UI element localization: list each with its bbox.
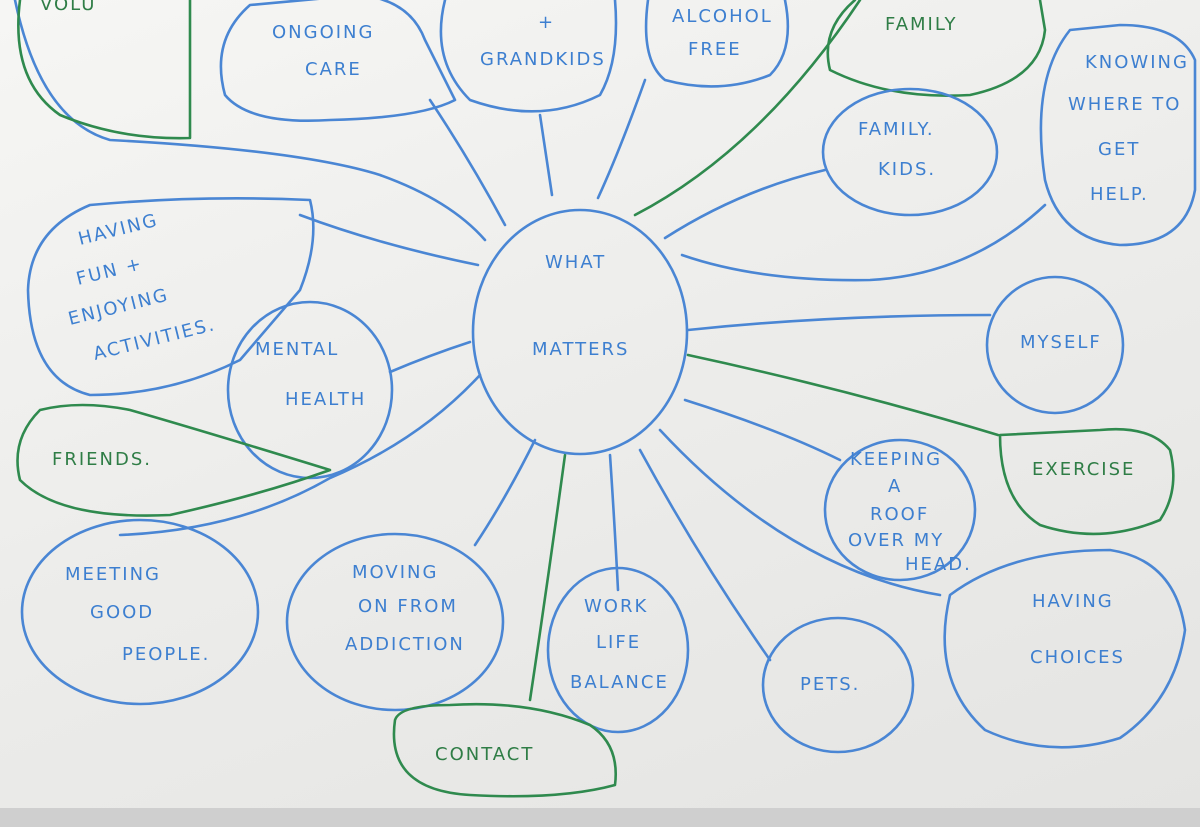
label-roof-1: KEEPING: [850, 449, 942, 470]
knowing-help-bubble: [1039, 23, 1197, 247]
label-meeting-3: PEOPLE.: [122, 644, 210, 665]
grandkids-bubble: [439, 0, 618, 113]
label-having-fun-3: ENJOYING: [66, 285, 171, 330]
myself-bubble: [985, 275, 1125, 415]
label-work-2: LIFE: [596, 632, 641, 653]
label-grandkids-1: +: [538, 12, 555, 33]
label-moving-2: ON FROM: [358, 596, 458, 617]
work-life-bubble: [546, 566, 690, 734]
label-meeting-1: MEETING: [65, 564, 161, 585]
label-knowing-help-4: HELP.: [1090, 184, 1149, 205]
label-grandkids-2: GRANDKIDS: [480, 49, 606, 70]
label-meeting-2: GOOD: [90, 602, 154, 623]
keeping-roof-bubble: [823, 438, 977, 582]
label-exercise: EXERCISE: [1032, 459, 1135, 480]
label-roof-4: OVER MY: [848, 530, 944, 551]
label-choices-1: HAVING: [1032, 591, 1114, 612]
label-ongoing-care-2: CARE: [305, 59, 362, 80]
label-knowing-help-3: GET: [1098, 139, 1140, 160]
contact-bubble: [392, 702, 617, 798]
label-roof-5: HEAD.: [905, 554, 972, 575]
connector-lines: [13, 0, 1047, 702]
having-choices-bubble: [943, 548, 1187, 749]
bubble-shapes: [16, 0, 1197, 798]
label-moving-3: ADDICTION: [345, 634, 465, 655]
label-family: FAMILY: [885, 14, 958, 35]
label-pets: PETS.: [800, 674, 860, 695]
label-mental-health-2: HEALTH: [285, 389, 366, 410]
center-label-2: MATTERS: [532, 339, 629, 360]
exercise-bubble: [998, 427, 1175, 536]
label-ongoing-care-1: ONGOING: [272, 22, 374, 43]
family-bubble: [826, 0, 1047, 98]
label-having-fun-1: HAVING: [76, 210, 160, 250]
label-having-fun-4: ACTIVITIES.: [91, 314, 218, 365]
label-having-fun-2: FUN +: [74, 253, 145, 290]
label-knowing-help-1: KNOWING: [1085, 52, 1189, 73]
center-label-1: WHAT: [545, 252, 606, 273]
label-family-kids-1: FAMILY.: [858, 119, 935, 140]
table-edge: [0, 808, 1200, 827]
label-family-kids-2: KIDS.: [878, 159, 936, 180]
having-fun-bubble: [26, 197, 315, 397]
label-contact: CONTACT: [435, 744, 534, 765]
moving-on-bubble: [285, 532, 505, 712]
label-work-3: BALANCE: [570, 672, 669, 693]
bubble-labels: VOLU ONGOING CARE + GRANDKIDS ALCOHOL FR…: [40, 0, 1189, 765]
label-work-1: WORK: [584, 596, 648, 617]
label-moving-1: MOVING: [352, 562, 438, 583]
label-alcohol-free-1: ALCOHOL: [672, 6, 773, 27]
label-roof-3: ROOF: [870, 504, 929, 525]
volu-bubble: [17, 0, 192, 140]
label-roof-2: A: [888, 476, 902, 497]
label-mental-health-1: MENTAL: [255, 339, 339, 360]
friends-bubble: [16, 403, 332, 517]
label-friends: FRIENDS.: [52, 449, 152, 470]
pets-bubble: [761, 616, 915, 754]
ongoing-care-bubble: [219, 0, 457, 122]
label-myself: MYSELF: [1020, 332, 1102, 353]
label-volu: VOLU: [40, 0, 96, 15]
label-alcohol-free-2: FREE: [688, 39, 742, 60]
alcohol-free-bubble: [644, 0, 790, 88]
meeting-people-bubble: [20, 518, 260, 706]
family-kids-bubble: [821, 87, 999, 217]
center-bubble: [471, 208, 689, 456]
label-choices-2: CHOICES: [1030, 647, 1125, 668]
label-knowing-help-2: WHERE TO: [1068, 94, 1181, 115]
